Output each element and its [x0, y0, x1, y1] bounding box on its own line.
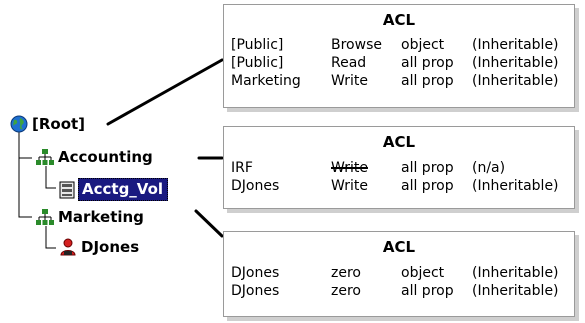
- user-icon: [60, 238, 76, 256]
- tree-node-acctg-vol[interactable]: Acctg_Vol: [59, 178, 169, 201]
- acl-right: zero: [331, 265, 361, 281]
- acl-title: ACL: [382, 238, 416, 256]
- acl-right: zero: [331, 283, 361, 299]
- org-unit-icon: [36, 209, 54, 225]
- acl-inheritance: (Inheritable): [472, 73, 559, 89]
- acl-title: ACL: [382, 11, 416, 29]
- acl-property: all prop: [401, 283, 454, 299]
- acl-trustee: DJones: [231, 265, 280, 281]
- acl-trustee: Marketing: [231, 73, 301, 89]
- root-acl-connector: [106, 58, 224, 126]
- tree-node-label: [Root]: [32, 115, 86, 133]
- tree-node-marketing[interactable]: Marketing: [36, 208, 144, 226]
- acl-inheritance: (Inheritable): [472, 37, 559, 53]
- acl-inheritance: (Inheritable): [472, 55, 559, 71]
- acl-property: all prop: [401, 73, 454, 89]
- acl-right-revoked: Write: [331, 160, 368, 176]
- tree-node-djones[interactable]: DJones: [59, 238, 139, 256]
- tree-node-label: DJones: [81, 238, 140, 256]
- acl-trustee: [Public]: [231, 55, 284, 71]
- acl-property: object: [401, 37, 445, 53]
- tree-node-label: Marketing: [58, 208, 144, 226]
- acl-property: object: [401, 265, 445, 281]
- acl-panel-accounting: ACL IRF Write all prop (n/a) DJones Writ…: [223, 126, 575, 209]
- acl-property: all prop: [401, 178, 454, 194]
- acl-right: Browse: [331, 37, 382, 53]
- org-unit-icon: [36, 149, 54, 165]
- acl-trustee: DJones: [231, 283, 280, 299]
- acl-inheritance: (Inheritable): [472, 178, 559, 194]
- tree-node-root[interactable]: [Root]: [10, 115, 85, 133]
- acl-panel-root: ACL [Public] Browse object (Inheritable)…: [223, 4, 575, 108]
- acl-right: Write: [331, 178, 368, 194]
- acl-trustee: IRF: [231, 160, 253, 176]
- tree-node-label: Accounting: [58, 148, 153, 166]
- acl-trustee: DJones: [231, 178, 280, 194]
- acl-title: ACL: [382, 133, 416, 151]
- acl-property: all prop: [401, 55, 454, 71]
- tree-branch-lines: [18, 132, 56, 249]
- acl-property: all prop: [401, 160, 454, 176]
- globe-icon: [10, 115, 28, 133]
- marketing-acl-connector: [194, 209, 224, 238]
- acl-right: Write: [331, 73, 368, 89]
- acl-inheritance: (Inheritable): [472, 265, 559, 281]
- volume-icon: [59, 181, 75, 198]
- acl-panel-marketing: ACL DJones zero object (Inheritable) DJo…: [223, 231, 575, 317]
- acl-inheritance: (n/a): [472, 160, 506, 176]
- tree-node-accounting[interactable]: Accounting: [36, 148, 153, 166]
- acl-right: Read: [331, 55, 367, 71]
- tree-node-label: Acctg_Vol: [78, 178, 169, 201]
- acl-inheritance: (Inheritable): [472, 283, 559, 299]
- acl-trustee: [Public]: [231, 37, 284, 53]
